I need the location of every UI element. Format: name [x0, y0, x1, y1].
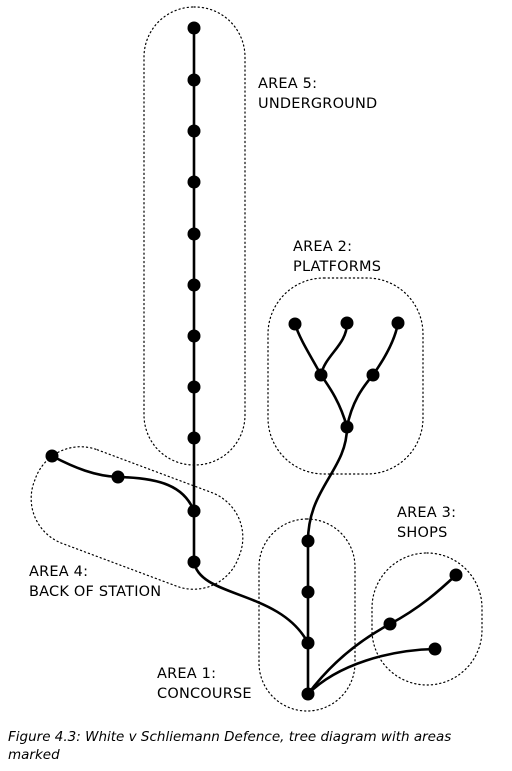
- platforms-edge-4: [319, 321, 349, 377]
- underground-node-4: [187, 175, 201, 189]
- platforms-edge-1: [319, 373, 349, 429]
- area-1-label-line-1: AREA 1:: [157, 666, 216, 682]
- concourse-to-platforms-edge: [306, 425, 349, 543]
- area-5-label-line-1: AREA 5:: [258, 76, 317, 92]
- area-4-label-line-2: BACK OF STATION: [29, 584, 161, 600]
- figure-caption: Figure 4.3: White v Schliemann Defence, …: [8, 729, 452, 763]
- tree-diagram: AREA 5: UNDERGROUND AREA 2: PLATFORMS AR…: [29, 6, 483, 712]
- area-4-boundary: [30, 446, 244, 590]
- area-2-boundary: [267, 277, 424, 475]
- back-to-concourse-edge: [192, 560, 310, 645]
- platforms-edge-2: [345, 373, 375, 429]
- shops-edge-2: [306, 647, 437, 696]
- area-5-label-line-2: UNDERGROUND: [258, 96, 377, 112]
- concourse-node-4: [301, 687, 315, 701]
- platforms-node-3: [391, 316, 405, 330]
- area-2-label: AREA 2: PLATFORMS: [293, 239, 381, 275]
- area-2-label-line-1: AREA 2:: [293, 239, 352, 255]
- underground-node-7: [187, 329, 201, 343]
- back-of-station-node-1: [45, 449, 59, 463]
- area-2-label-line-2: PLATFORMS: [293, 259, 381, 275]
- back-of-station-node-4: [187, 555, 201, 569]
- back-of-station-node-2: [111, 470, 125, 484]
- area-4-label-line-1: AREA 4:: [29, 564, 88, 580]
- underground-node-9: [187, 431, 201, 445]
- underground-node-3: [187, 124, 201, 138]
- area-3-label: AREA 3: SHOPS: [397, 505, 461, 541]
- concourse-node-3: [301, 636, 315, 650]
- underground-node-5: [187, 227, 201, 241]
- platforms-node-1: [288, 317, 302, 331]
- area-1-label-line-2: CONCOURSE: [157, 686, 252, 702]
- area-1-boundary: [258, 518, 356, 712]
- shops-node-1: [449, 568, 463, 582]
- area-3-label-line-1: AREA 3:: [397, 505, 456, 521]
- platforms-edge-5: [371, 321, 400, 377]
- underground-node-2: [187, 73, 201, 87]
- back-of-station-branch-edge: [50, 454, 196, 513]
- shops-node-2: [383, 617, 397, 631]
- underground-node-8: [187, 380, 201, 394]
- area-3-boundary: [371, 552, 483, 686]
- concourse-node-1: [301, 534, 315, 548]
- platforms-edge-3: [293, 322, 323, 377]
- concourse-node-2: [301, 585, 315, 599]
- platforms-node-5: [366, 368, 380, 382]
- platforms-node-4: [314, 368, 328, 382]
- underground-node-1: [187, 21, 201, 35]
- shops-node-3: [428, 642, 442, 656]
- area-4-label: AREA 4: BACK OF STATION: [29, 564, 161, 600]
- area-1-label: AREA 1: CONCOURSE: [157, 666, 252, 702]
- platforms-node-6: [340, 420, 354, 434]
- area-5-label: AREA 5: UNDERGROUND: [258, 76, 377, 112]
- tree-nodes: [45, 21, 463, 701]
- area-3-label-line-2: SHOPS: [397, 525, 447, 541]
- area-labels: AREA 5: UNDERGROUND AREA 2: PLATFORMS AR…: [29, 76, 461, 702]
- platforms-node-2: [340, 316, 354, 330]
- underground-node-6: [187, 278, 201, 292]
- area-boundaries: [30, 6, 483, 712]
- back-of-station-node-3: [187, 504, 201, 518]
